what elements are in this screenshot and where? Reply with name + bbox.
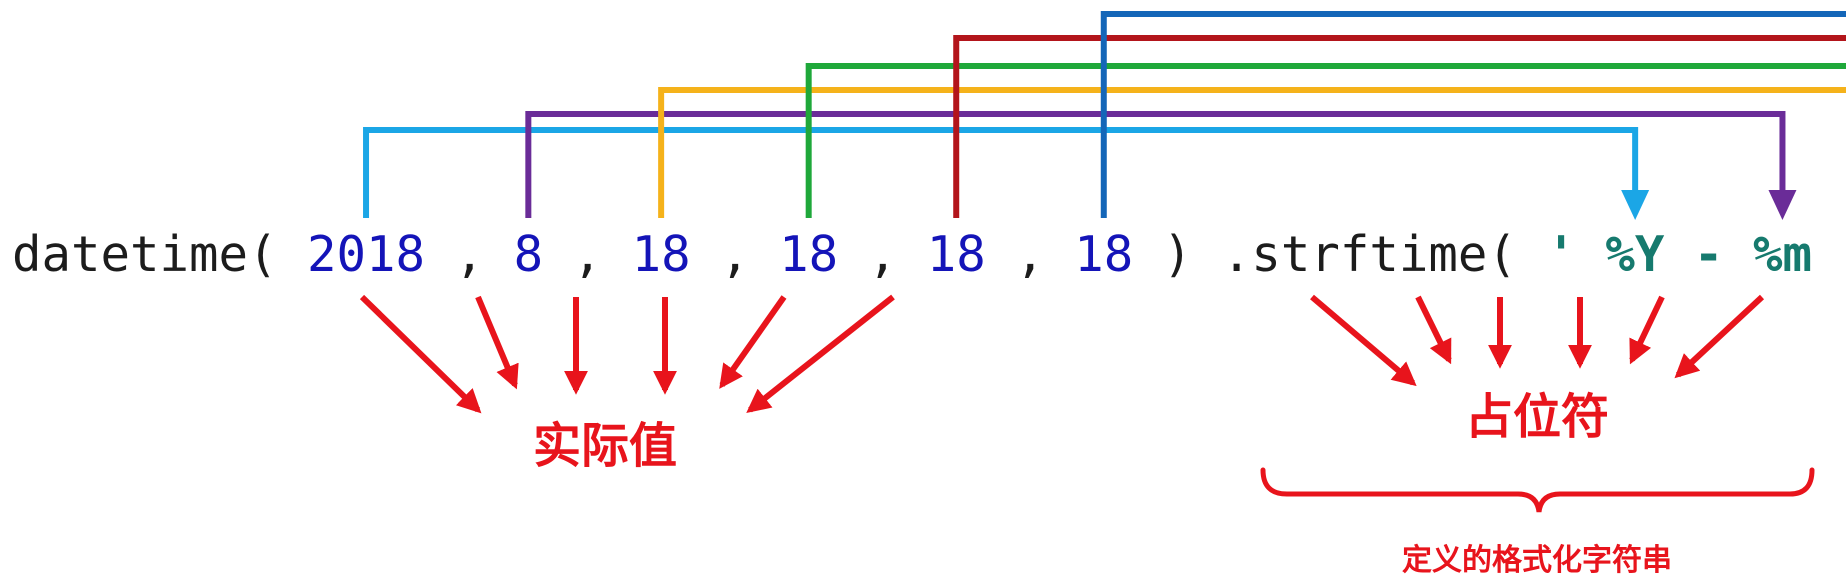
arg-separator: , (868, 226, 927, 283)
month-connector-line (525, 111, 1786, 218)
datetime-call: datetime( (12, 226, 278, 283)
format-dash: - (1841, 226, 1846, 283)
format-string-label: 定义的格式化字符串 (1402, 543, 1672, 578)
second-to-placeholder-arrow (1674, 294, 1765, 379)
minute-connector-line (953, 35, 1846, 218)
second-argument: 18 (1074, 226, 1133, 283)
month-to-actual-arrow (475, 295, 519, 390)
day-connector-line (658, 87, 1846, 218)
year-to-actual-arrow (359, 294, 482, 414)
actual-value-label: 实际值 (533, 418, 677, 474)
arg-separator: , (573, 226, 632, 283)
format-string-brace (1260, 467, 1815, 513)
placeholder-label: 占位符 (1465, 389, 1609, 445)
format-dash: - (1694, 226, 1724, 283)
minute-to-placeholder-arrow (1629, 295, 1665, 365)
datetime-close-paren: ) (1163, 226, 1193, 283)
year-connector-line (363, 127, 1639, 218)
arg-separator: , (720, 226, 779, 283)
hour-connector-line (805, 63, 1846, 218)
arg-separator: , (1015, 226, 1074, 283)
minute-argument: 18 (927, 226, 986, 283)
month-placeholder: %m (1753, 226, 1812, 283)
code-line: datetime( 2018 , 8 , 18 , 18 , 18 , 18 )… (12, 226, 1846, 283)
value-to-placeholder-connectors (363, 11, 1846, 220)
red-arrows (359, 294, 1765, 414)
minute-to-actual-arrow (719, 295, 787, 389)
second-connector-line (1100, 11, 1846, 218)
year-argument: 2018 (307, 226, 425, 283)
month-connector-arrowhead (1768, 190, 1797, 220)
format-open-quote: ' (1546, 226, 1576, 283)
strftime-call: .strftime( (1222, 226, 1517, 283)
year-placeholder: %Y (1605, 226, 1665, 283)
hour-argument: 18 (779, 226, 838, 283)
month-to-placeholder-arrow (1415, 295, 1452, 365)
arg-separator: , (455, 226, 514, 283)
year-connector-arrowhead (1621, 190, 1650, 220)
month-argument: 8 (514, 226, 544, 283)
second-to-actual-arrow (746, 294, 895, 413)
day-argument: 18 (632, 226, 691, 283)
year-to-placeholder-arrow (1310, 294, 1417, 387)
